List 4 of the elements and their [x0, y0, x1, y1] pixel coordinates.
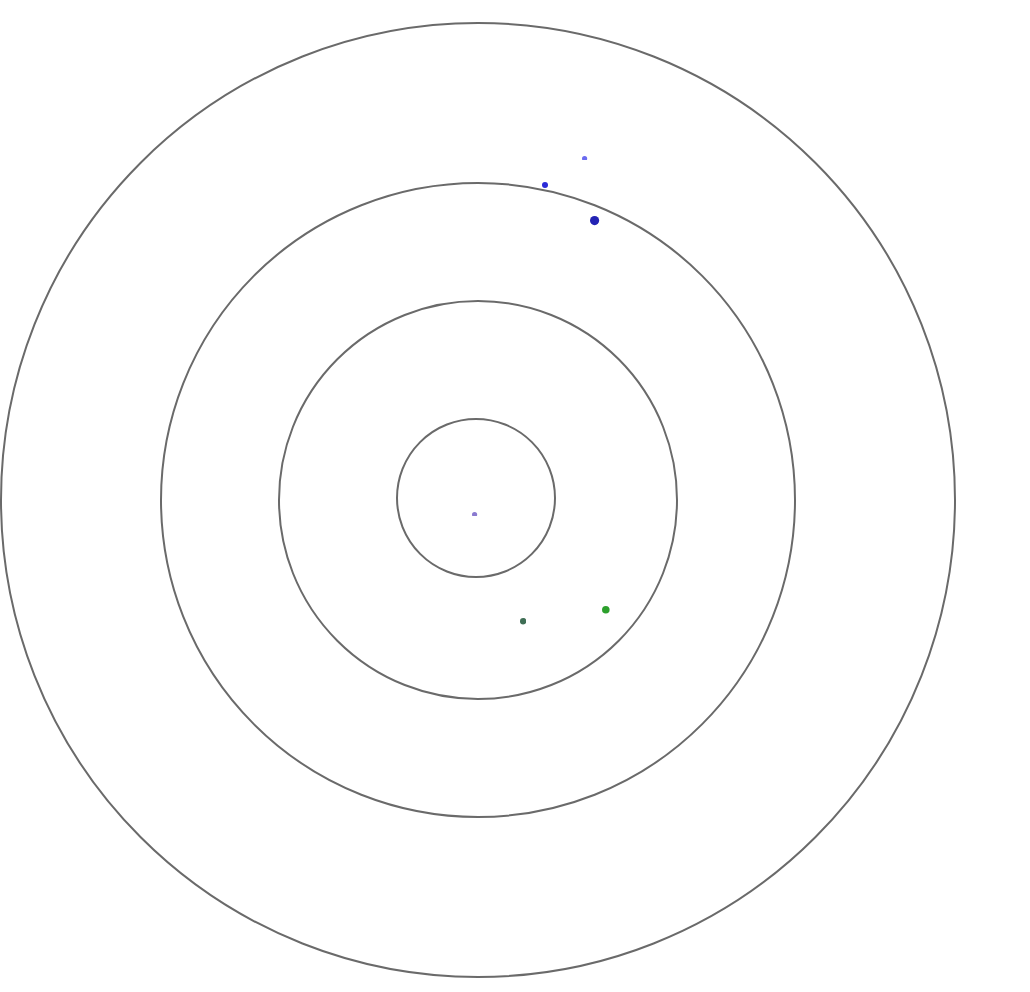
target-ring [0, 22, 956, 978]
target-ring [396, 418, 557, 579]
target-ring [159, 181, 796, 818]
target-ring [277, 299, 678, 700]
